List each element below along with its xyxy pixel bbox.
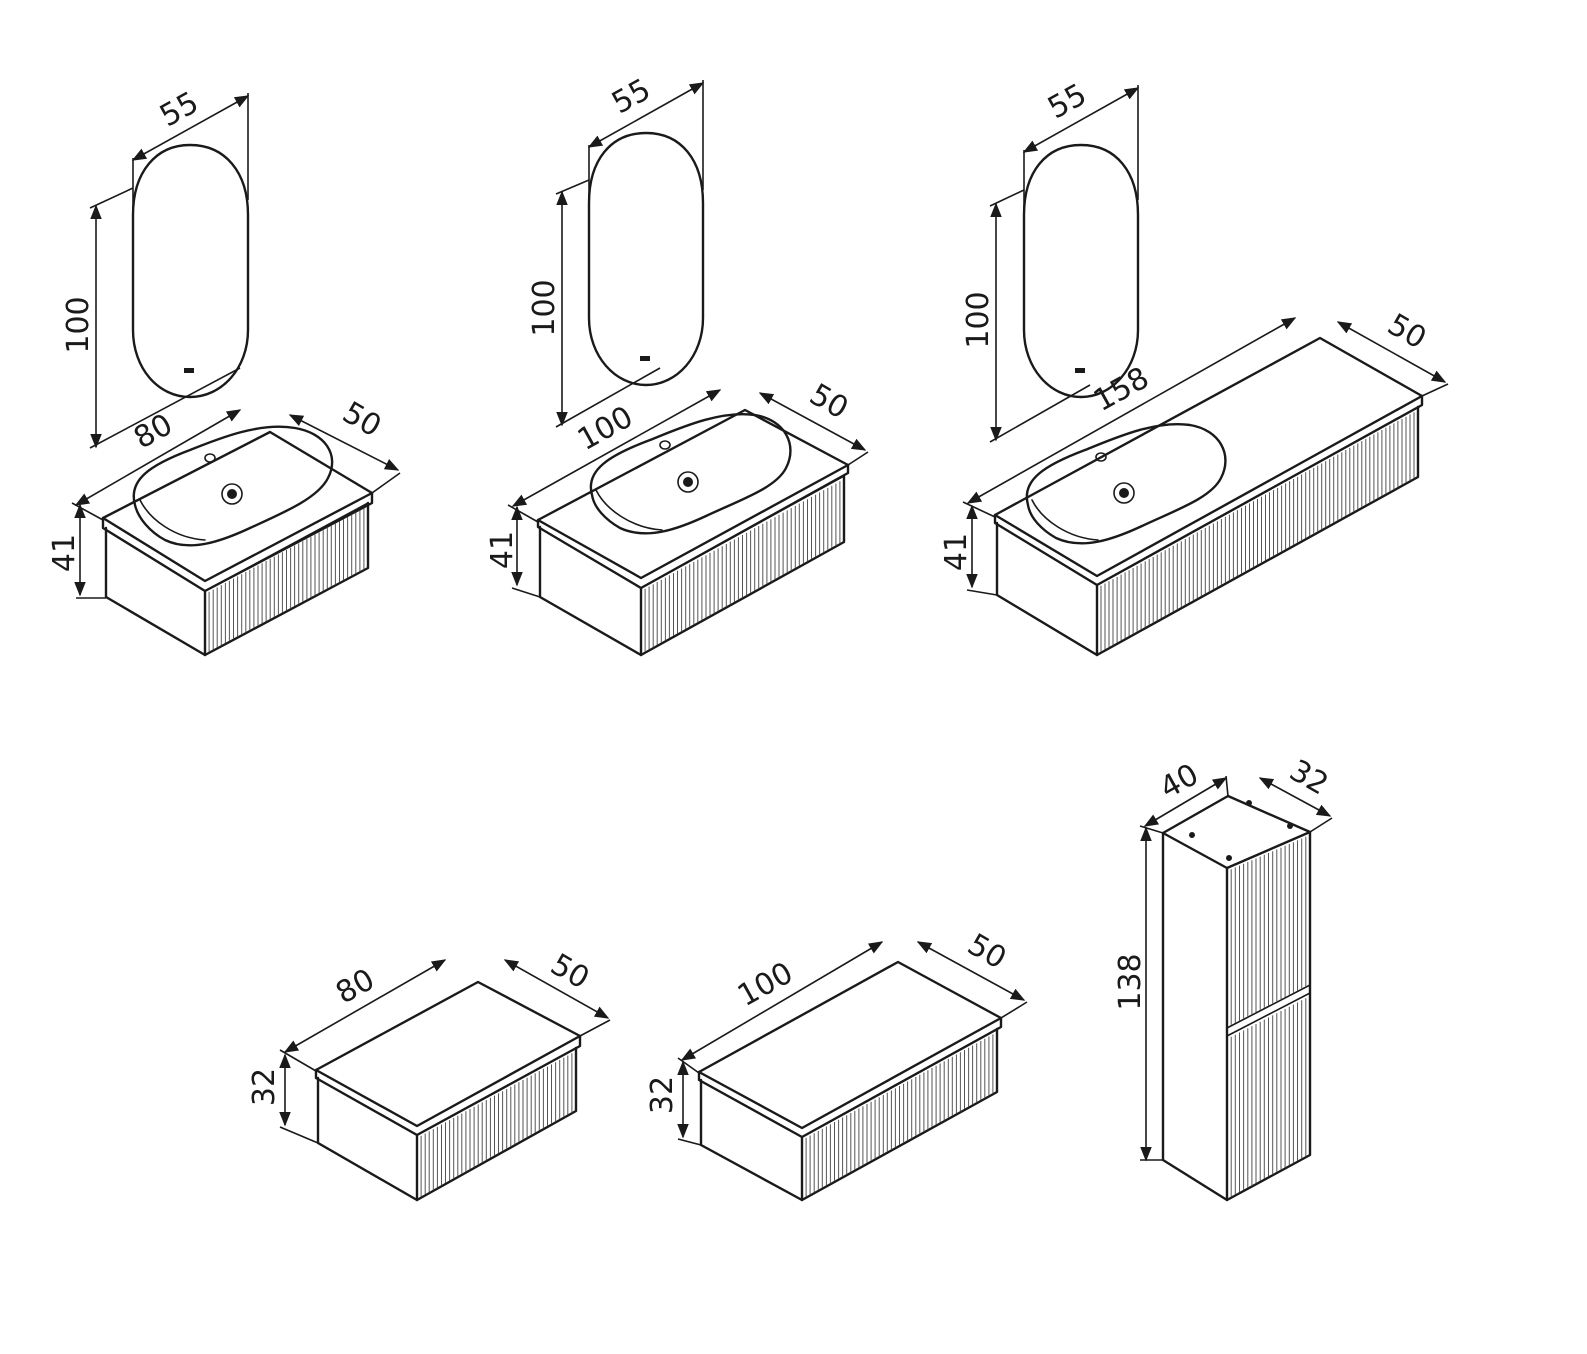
vanity-80-group: 55 100 80 50 41: [47, 85, 401, 657]
cabinet-100-height-label: 32: [645, 1076, 680, 1114]
mirror-158: [1022, 143, 1140, 399]
tall-cabinet-group: 40 32 138: [1113, 753, 1334, 1202]
mirror-158-height-label: 100: [961, 291, 996, 348]
vanity-158-depth-label: 50: [1381, 307, 1432, 356]
vanity-100-depth-label: 50: [803, 377, 854, 426]
vanity-158-group: 55 100 158 50 41: [939, 77, 1449, 657]
tall-cabinet-dimensions: 40 32 138: [1113, 753, 1334, 1162]
vanity-80-depth-label: 50: [336, 395, 387, 444]
basin-158: [1025, 422, 1227, 545]
vanity-100-group: 55 100 100 50 41: [485, 72, 869, 657]
cabinet-80-depth-label: 50: [544, 947, 595, 996]
cabinet-100-width-label: 100: [732, 956, 799, 1014]
mirror-100-height-label: 100: [527, 279, 562, 336]
tall-cabinet-flutes: [1230, 836, 1307, 1197]
cabinet-80-height-label: 32: [247, 1068, 282, 1106]
cabinet-80-group: 80 50 32: [247, 947, 611, 1202]
cabinet-80-body: [314, 980, 582, 1202]
vanity-158-width-label: 158: [1088, 361, 1155, 419]
mirror-80: [131, 143, 250, 399]
tall-cabinet-height-label: 138: [1113, 953, 1148, 1010]
vanity-80-width-label: 80: [128, 407, 178, 456]
tall-cabinet-body: [1161, 794, 1312, 1202]
mirror-80-width-label: 55: [154, 85, 204, 134]
vanity-100-dimensions: 100 50 41: [485, 377, 869, 598]
cabinet-80-flutes: [420, 1053, 573, 1197]
vanity-80-flutes: [208, 508, 365, 652]
vanity-158-height-label: 41: [939, 533, 974, 571]
vanity-158-flutes: [1100, 412, 1415, 652]
vanity-100-body: [536, 408, 850, 657]
vanity-158-body: [993, 336, 1424, 657]
vanity-80-height-label: 41: [47, 534, 82, 572]
vanity-100-flutes: [644, 481, 841, 652]
tall-cabinet-width-label: 40: [1154, 757, 1204, 806]
mirror-80-height-label: 100: [61, 296, 96, 353]
mirror-80-dimensions: 55 100: [61, 85, 250, 449]
cabinet-80-width-label: 80: [330, 962, 380, 1011]
cabinet-100-flutes: [805, 1034, 994, 1197]
mirror-100: [587, 131, 705, 387]
vanity-100-height-label: 41: [485, 531, 520, 569]
cabinet-100-group: 100 50 32: [645, 927, 1028, 1202]
mirror-158-width-label: 55: [1042, 77, 1092, 126]
vanity-80-dimensions: 80 50 41: [47, 395, 401, 599]
